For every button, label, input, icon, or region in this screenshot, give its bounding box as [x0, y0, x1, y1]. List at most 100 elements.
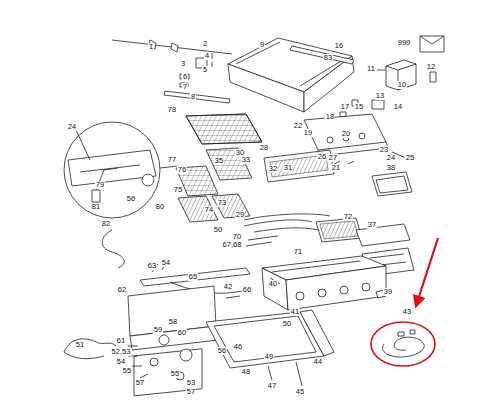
- callout-number: 51: [75, 341, 85, 349]
- cooking-grate: [176, 148, 252, 196]
- callout-number: 41: [290, 308, 300, 316]
- heat-deflector: [264, 150, 334, 182]
- callout-number: 999: [397, 39, 412, 47]
- callout-number: 26: [317, 153, 327, 161]
- cover-strap: [64, 339, 116, 359]
- control-panel: [304, 114, 406, 164]
- callout-number: 24: [386, 154, 396, 162]
- callout-number: 10: [397, 81, 407, 89]
- callout-number: 37: [367, 221, 377, 229]
- side-panel: [128, 286, 218, 396]
- callout-number: 60: [177, 329, 187, 337]
- callout-number: 59: [153, 326, 163, 334]
- callout-number: 14: [393, 103, 403, 111]
- callout-number: 71: [293, 248, 303, 256]
- highlight-circle: [371, 322, 435, 366]
- callout-number: 25: [405, 154, 415, 162]
- detail-inset: [64, 122, 178, 218]
- callout-number: 35: [214, 157, 224, 165]
- callout-number: 15: [354, 103, 364, 111]
- firebox: [262, 256, 386, 310]
- callout-number: 50: [282, 320, 292, 328]
- callout-number: 40: [268, 280, 278, 288]
- callout-number: 44: [313, 358, 323, 366]
- callout-number: 54: [116, 358, 126, 366]
- callout-number: 28: [259, 144, 269, 152]
- callout-number: 57: [186, 388, 196, 396]
- callout-number: 82: [101, 220, 111, 228]
- callout-number: 8: [190, 93, 196, 101]
- callout-number: 31: [283, 164, 293, 172]
- ignition-wire: [102, 230, 124, 268]
- callout-number: 72: [343, 213, 353, 221]
- clip: [430, 72, 436, 82]
- callout-number: 55: [170, 370, 180, 378]
- callout-number: 65: [188, 273, 198, 281]
- callout-number: 18: [325, 113, 335, 121]
- callout-number: 32: [268, 165, 278, 173]
- callout-number: 27: [328, 154, 338, 162]
- callout-number: 16: [334, 42, 344, 50]
- callout-number: 6: [182, 73, 188, 81]
- warming-rack: [186, 114, 262, 144]
- callout-number: 73: [217, 199, 227, 207]
- callout-number: 19: [303, 129, 313, 137]
- callout-number: 12: [426, 63, 436, 71]
- callout-number: 43: [402, 308, 412, 316]
- callout-number: 49: [264, 353, 274, 361]
- callout-number: 3: [180, 60, 186, 68]
- callout-number: 38: [386, 164, 396, 172]
- callout-number: 20: [341, 130, 351, 138]
- callout-number: 33: [241, 156, 251, 164]
- callout-number: 46: [233, 343, 243, 351]
- callout-number: 52,53: [111, 348, 132, 356]
- callout-number: 23: [379, 146, 389, 154]
- callout-number: 54: [161, 259, 171, 267]
- callout-number: 53: [186, 379, 196, 387]
- callout-number: 81: [91, 203, 101, 211]
- callout-number: 29: [235, 211, 245, 219]
- catch-pan-holder: [377, 60, 416, 90]
- hood: [228, 38, 354, 112]
- callout-number: 42: [223, 283, 233, 291]
- callout-number: 56: [217, 347, 227, 355]
- callout-number: 75: [173, 186, 183, 194]
- hood-handle: [290, 46, 354, 64]
- power-cord: [383, 330, 425, 357]
- callout-number: 66: [242, 286, 252, 294]
- callout-number: 4: [204, 52, 210, 60]
- callout-number: 1: [148, 43, 154, 51]
- callout-number: 80: [155, 203, 165, 211]
- callout-number: 61: [116, 337, 126, 345]
- callout-number: 5: [202, 66, 208, 74]
- callout-number: 57: [135, 379, 145, 387]
- callout-number: 74: [204, 206, 214, 214]
- callout-number: 79: [95, 181, 105, 189]
- callout-number: 55: [122, 367, 132, 375]
- callout-number: 2: [202, 40, 208, 48]
- callout-number: 11: [366, 65, 376, 73]
- literature-envelope: [420, 36, 444, 52]
- callout-number: 39: [383, 288, 393, 296]
- callout-number: 70: [232, 233, 242, 241]
- callout-number: 77: [167, 156, 177, 164]
- callout-number: 78: [167, 106, 177, 114]
- callout-number: 76: [177, 166, 187, 174]
- callout-number: 50: [213, 226, 223, 234]
- callout-number: 56: [126, 195, 136, 203]
- callout-number: 63: [147, 262, 157, 270]
- callout-number: 67,68: [222, 241, 243, 249]
- callout-number: 7: [182, 83, 188, 91]
- callout-number: 45: [295, 388, 305, 396]
- callout-number: 83: [323, 54, 333, 62]
- callout-number: 9: [259, 41, 265, 49]
- burner-tubes: [244, 214, 330, 246]
- callout-number: 17: [340, 103, 350, 111]
- callout-number: 62: [117, 286, 127, 294]
- callout-number: 48: [241, 368, 251, 376]
- igniter-module: [340, 100, 384, 117]
- callout-number: 21: [331, 164, 341, 172]
- highlight-arrow: [416, 238, 438, 306]
